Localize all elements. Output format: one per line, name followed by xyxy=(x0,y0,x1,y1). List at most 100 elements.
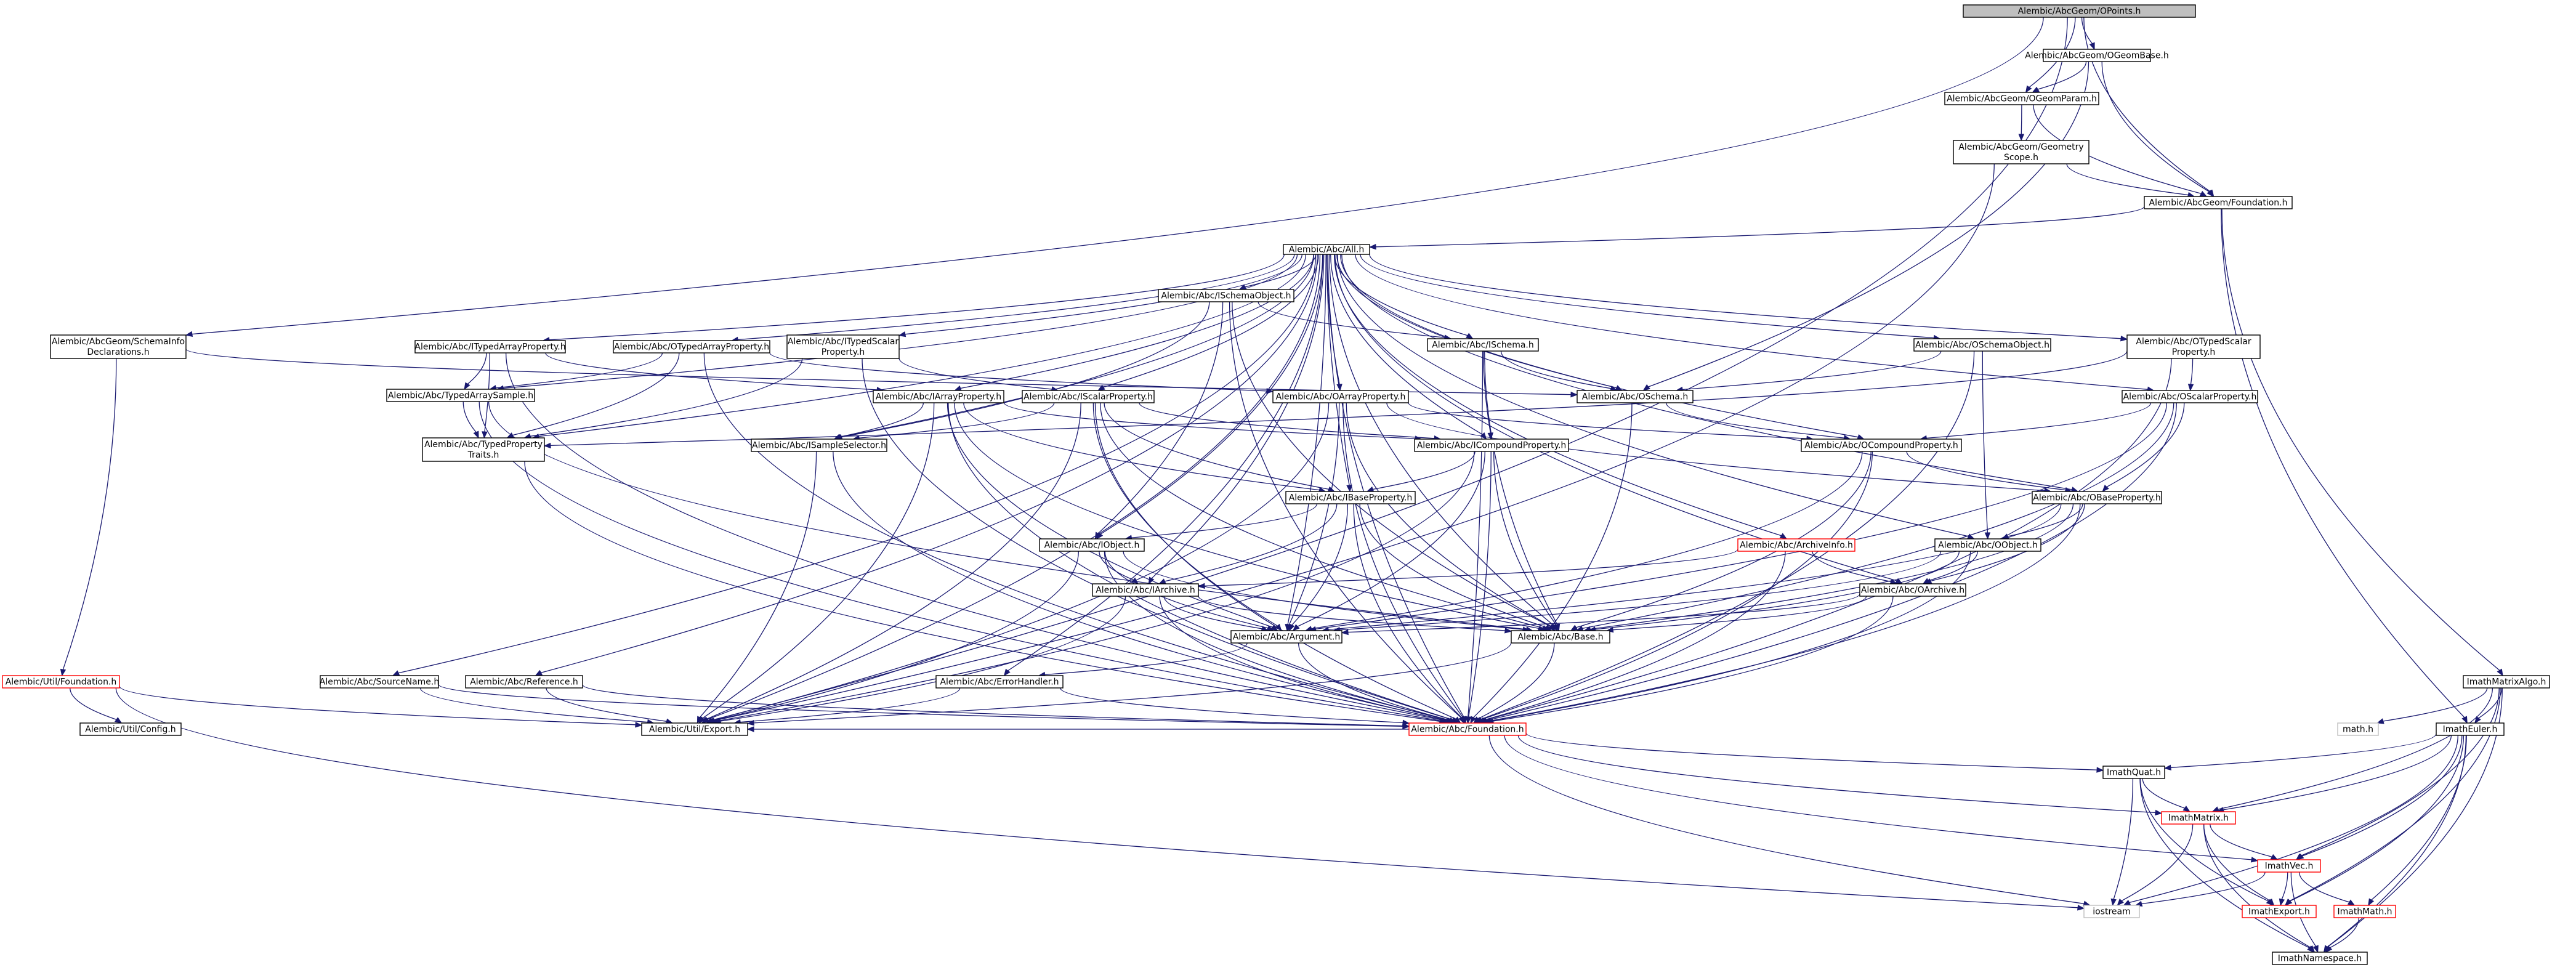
edge-layer xyxy=(60,17,2503,953)
node-ischema[interactable]: Alembic/Abc/ISchema.h xyxy=(1427,338,1539,352)
node-argument[interactable]: Alembic/Abc/Argument.h xyxy=(1230,630,1343,644)
edge-imathquat-to-iostream xyxy=(2110,778,2134,907)
edge-utilfoundation-to-utilexport xyxy=(119,685,643,728)
node-mathh: math.h xyxy=(2337,722,2379,736)
node-label: Alembic/Abc/SourceName.h xyxy=(320,677,440,687)
edge-imathmatrix-to-imathnamespace xyxy=(2203,823,2316,953)
edge-iscalarprop-to-icompound xyxy=(1139,402,1442,442)
node-imathexport[interactable]: ImathExport.h xyxy=(2242,905,2317,918)
node-imathmatrixalgo[interactable]: ImathMatrixAlgo.h xyxy=(2463,675,2550,689)
node-box xyxy=(2126,334,2261,359)
edge-ibaseprop-to-argument xyxy=(1289,503,1349,632)
edge-iscalarprop-to-abcfoundation xyxy=(1094,402,1461,724)
edge-oobject-to-argument xyxy=(1333,551,1942,633)
node-box xyxy=(2102,766,2165,779)
node-otypedarray[interactable]: Alembic/Abc/OTypedArrayProperty.h xyxy=(613,340,770,354)
node-oarrayprop[interactable]: Alembic/Abc/OArrayProperty.h xyxy=(1272,390,1409,403)
node-imathquat[interactable]: ImathQuat.h xyxy=(2102,766,2165,779)
edge-oschemaobject-to-oschema xyxy=(1675,350,1942,393)
node-box xyxy=(386,389,535,402)
edge-otypedscalar-to-typedproptraits xyxy=(543,350,2128,449)
node-oarchive[interactable]: Alembic/Abc/OArchive.h xyxy=(1859,583,1966,597)
node-box xyxy=(2337,722,2379,736)
node-abcfoundation[interactable]: Alembic/Abc/Foundation.h xyxy=(1408,722,1527,736)
edge-foundgeom-to-imathmatrixalgo xyxy=(2221,208,2503,677)
node-label: Alembic/Util/Config.h xyxy=(85,725,176,735)
node-box xyxy=(414,340,566,354)
node-box xyxy=(1963,4,2196,18)
edge-all-to-icompound xyxy=(1330,254,1487,440)
node-all[interactable]: Alembic/Abc/All.h xyxy=(1283,244,1370,255)
edge-ischemaobject-to-ischema xyxy=(1258,301,1452,341)
node-oobject[interactable]: Alembic/Abc/OObject.h xyxy=(1934,538,2041,552)
node-utilexport[interactable]: Alembic/Util/Export.h xyxy=(641,722,748,736)
edge-itypedarray-to-typedarraysample xyxy=(464,352,487,390)
node-ogeomparam[interactable]: Alembic/AbcGeom/OGeomParam.h xyxy=(1944,92,2099,105)
node-reference[interactable]: Alembic/Abc/Reference.h xyxy=(465,675,583,689)
node-ocompound[interactable]: Alembic/Abc/OCompoundProperty.h xyxy=(1801,439,1962,452)
node-imathmath[interactable]: ImathMath.h xyxy=(2333,905,2396,918)
node-utilfoundation[interactable]: Alembic/Util/Foundation.h xyxy=(2,675,120,689)
node-iarrayprop[interactable]: Alembic/Abc/IArrayProperty.h xyxy=(873,390,1004,403)
node-ibaseprop[interactable]: Alembic/Abc/IBaseProperty.h xyxy=(1285,491,1416,504)
node-box xyxy=(1934,538,2041,552)
node-oschema[interactable]: Alembic/Abc/OSchema.h xyxy=(1577,390,1694,403)
edge-argument-to-abcfoundation xyxy=(1298,642,1456,724)
node-oschemaobject[interactable]: Alembic/Abc/OSchemaObject.h xyxy=(1913,338,2051,352)
edge-imathvec-to-imathexport xyxy=(2279,871,2288,907)
node-iobject[interactable]: Alembic/Abc/IObject.h xyxy=(1039,538,1145,552)
edge-archiveinfo-to-iarchive xyxy=(1197,549,1738,589)
node-iscalarprop[interactable]: Alembic/Abc/IScalarProperty.h xyxy=(1022,390,1155,403)
node-imathvec[interactable]: ImathVec.h xyxy=(2257,859,2321,873)
node-box xyxy=(613,340,770,354)
edge-otypedscalar-to-oscalarprop xyxy=(2187,358,2194,392)
node-label: Alembic/Abc/ITypedArrayProperty.h xyxy=(414,342,565,352)
node-icompound[interactable]: Alembic/Abc/ICompoundProperty.h xyxy=(1414,439,1569,452)
node-label: Alembic/Abc/OTypedScalar xyxy=(2136,337,2251,347)
edge-icompound-to-argument xyxy=(1292,451,1485,631)
node-obaseprop[interactable]: Alembic/Abc/OBaseProperty.h xyxy=(2032,491,2162,504)
node-foundgeom[interactable]: Alembic/AbcGeom/Foundation.h xyxy=(2144,196,2293,209)
edge-ocompound-to-obaseprop xyxy=(1906,451,2073,493)
node-iarchive[interactable]: Alembic/Abc/IArchive.h xyxy=(1092,583,1199,597)
edge-itypedscalar-to-typedproptraits xyxy=(523,358,803,439)
edge-reference-to-utilexport xyxy=(546,687,674,724)
node-label: Alembic/Util/Export.h xyxy=(649,725,740,735)
edge-oobject-to-oarchive xyxy=(1922,551,1978,584)
node-label: Alembic/Util/Foundation.h xyxy=(6,677,117,687)
node-box xyxy=(2032,491,2162,504)
node-label: Alembic/Abc/OBaseProperty.h xyxy=(2033,493,2160,503)
node-sourcename[interactable]: Alembic/Abc/SourceName.h xyxy=(320,675,440,689)
node-imathnamespace[interactable]: ImathNamespace.h xyxy=(2272,952,2368,965)
node-ischemaobject[interactable]: Alembic/Abc/ISchemaObject.h xyxy=(1158,289,1294,302)
node-archiveinfo[interactable]: Alembic/Abc/ArchiveInfo.h xyxy=(1737,538,1855,552)
node-imatheuler[interactable]: ImathEuler.h xyxy=(2436,722,2505,736)
edge-all-to-ibaseprop xyxy=(1326,254,1352,493)
node-box xyxy=(2161,811,2236,825)
node-typedarraysample[interactable]: Alembic/Abc/TypedArraySample.h xyxy=(386,389,535,402)
edge-imathmatrixalgo-to-imathmatrix xyxy=(2211,687,2493,812)
node-ogeombase[interactable]: Alembic/AbcGeom/OGeomBase.h xyxy=(2025,49,2169,62)
edge-typedarraysample-to-typedproptraits xyxy=(462,401,479,439)
edge-imathmatrix-to-imathexport xyxy=(2203,823,2275,907)
node-oscalarprop[interactable]: Alembic/Abc/OScalarProperty.h xyxy=(2122,390,2258,403)
node-errorhandler[interactable]: Alembic/Abc/ErrorHandler.h xyxy=(935,675,1064,689)
node-utilconfig[interactable]: Alembic/Util/Config.h xyxy=(79,722,182,736)
node-box xyxy=(1577,390,1694,403)
node-imathmatrix[interactable]: ImathMatrix.h xyxy=(2161,811,2236,825)
node-itypedarray[interactable]: Alembic/Abc/ITypedArrayProperty.h xyxy=(414,340,566,354)
node-isampleselector[interactable]: Alembic/Abc/ISampleSelector.h xyxy=(751,439,887,452)
edge-schemainfo-to-utilfoundation xyxy=(60,358,117,677)
node-box xyxy=(1158,289,1294,302)
edge-ogeombase-to-ogeomparam xyxy=(2032,61,2087,93)
node-label: Alembic/AbcGeom/SchemaInfo xyxy=(52,337,185,347)
node-base[interactable]: Alembic/Abc/Base.h xyxy=(1511,630,1610,644)
node-label: ImathQuat.h xyxy=(2107,768,2161,778)
node-box xyxy=(1272,390,1409,403)
edge-foundgeom-to-all xyxy=(1368,206,2145,250)
